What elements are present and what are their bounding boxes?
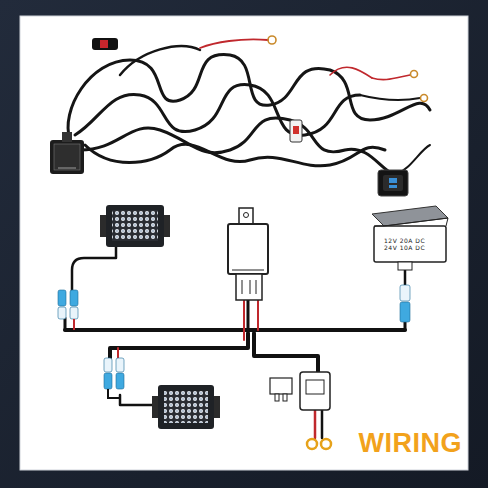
- harness-photo-part: [372, 75, 410, 80]
- wire-connector-part: [104, 358, 112, 372]
- harness-switch-part: [389, 185, 397, 188]
- relay-part: [242, 280, 256, 294]
- wires-part: [257, 300, 259, 330]
- fuse-holder: [270, 372, 330, 410]
- wire-connector-part: [58, 290, 66, 306]
- led-light-bar-part: [106, 205, 164, 247]
- led-light-bar-part: [164, 391, 208, 423]
- title-block: WIRING: [359, 428, 463, 459]
- relay-part: [236, 274, 262, 300]
- harness-relay-part: [54, 144, 80, 170]
- harness-inline-fuse: [290, 120, 302, 142]
- harness-relay-part: [62, 132, 72, 142]
- rocker-switch-part: [400, 302, 410, 322]
- harness-switch-part: [378, 170, 408, 196]
- harness-photo-part: [330, 67, 372, 78]
- wire-connector-part: [73, 319, 75, 330]
- wires-part: [110, 333, 248, 358]
- rocker-switch-part: [374, 226, 446, 262]
- rocker-switch-part: [400, 285, 410, 301]
- wires-part: [404, 268, 407, 285]
- led-light-bar: [152, 385, 220, 429]
- harness-switch-part: [389, 178, 397, 183]
- harness-inline-fuse-part: [290, 120, 302, 142]
- harness-photo-part: [75, 85, 360, 136]
- harness-photo-part: [80, 118, 395, 175]
- harness-photo-part: [85, 144, 385, 165]
- panel: [20, 16, 468, 470]
- wire-connector-part: [70, 290, 78, 306]
- switch-rating-label: 12V 20A DC24V 10A DC: [382, 236, 430, 253]
- wires-part: [117, 348, 119, 358]
- led-light-bar-part: [152, 396, 158, 418]
- rating-text: 12V 20A DC: [384, 237, 428, 244]
- harness-photo-part: [120, 46, 200, 75]
- wires-part: [72, 245, 116, 300]
- led-light-bar-part: [164, 215, 170, 237]
- rocker-switch: [372, 206, 448, 322]
- led-light-bar: [100, 205, 170, 247]
- rocker-switch-part: [372, 206, 448, 226]
- wire-connector-part: [116, 373, 124, 389]
- harness-rings-part: [268, 36, 276, 44]
- harness-fuse: [92, 38, 118, 50]
- fuse-holder-part: [275, 394, 279, 401]
- harness-photo-part: [200, 39, 268, 48]
- wires-part: [314, 410, 317, 438]
- relay-part: [232, 270, 264, 271]
- harness-switch: [378, 170, 408, 196]
- fuse-holder-part: [283, 394, 287, 401]
- harness-photo-part: [360, 95, 420, 100]
- title: WIRING: [359, 428, 463, 459]
- harness-relay-part: [50, 140, 84, 174]
- ring-terminal-part: [321, 439, 331, 449]
- wires-part: [254, 333, 318, 372]
- wires-part: [404, 322, 407, 330]
- wires-part: [65, 328, 405, 332]
- relay-part: [239, 208, 253, 224]
- wire-connector-part: [70, 307, 78, 319]
- wire-connector-part: [58, 307, 66, 319]
- wire-connector: [58, 290, 78, 330]
- harness-inline-fuse-part: [293, 126, 299, 134]
- harness-rings-part: [411, 71, 418, 78]
- harness-fuse-part: [100, 40, 108, 48]
- rating-text: 24V 10A DC: [384, 244, 428, 251]
- relay-part: [228, 224, 268, 274]
- relay-part: [244, 213, 249, 218]
- ring-terminal-part: [307, 439, 317, 449]
- fuse-holder-part: [306, 380, 324, 394]
- led-light-bar-part: [112, 210, 158, 241]
- harness-switch-part: [383, 175, 403, 191]
- led-light-bar-part: [100, 215, 106, 237]
- wire-connector-part: [116, 358, 124, 372]
- harness-photo-part: [68, 55, 430, 140]
- harness-fuse-part: [92, 38, 118, 50]
- wire-connector-part: [104, 373, 112, 389]
- fuse-holder-part: [270, 378, 292, 394]
- wires-part: [243, 300, 245, 340]
- harness-relay: [50, 132, 84, 174]
- rocker-switch-part: [374, 218, 448, 226]
- wires-part: [247, 300, 250, 330]
- wire-connector-part: [108, 389, 120, 398]
- rocker-switch-part: [398, 262, 412, 270]
- wires-part: [64, 318, 67, 330]
- ring-terminal: [307, 439, 331, 449]
- harness-rings: [268, 36, 428, 102]
- fuse-holder-part: [300, 372, 330, 410]
- wire-connector: [104, 358, 124, 398]
- led-light-bar-part: [214, 396, 220, 418]
- led-light-bar-part: [158, 385, 214, 429]
- wires-part: [321, 410, 324, 438]
- relay: [228, 208, 268, 300]
- harness-photo: [68, 39, 430, 175]
- harness-rings-part: [421, 95, 428, 102]
- harness-relay-part: [58, 168, 76, 169]
